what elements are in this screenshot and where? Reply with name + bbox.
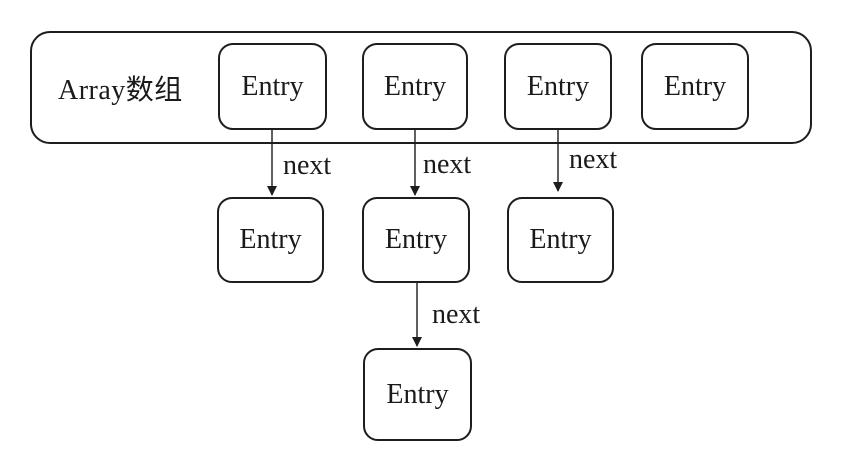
entry-label: Entry (384, 224, 448, 255)
chain-entry-node: Entry (362, 197, 470, 283)
next-arrow-label: next (283, 150, 332, 181)
next-arrow-label: next (423, 149, 472, 180)
chain-entry-node: Entry (507, 197, 614, 283)
entry-label: Entry (529, 224, 592, 255)
entry-label: Entry (386, 378, 449, 410)
next-arrow-label: next (569, 144, 618, 175)
next-arrow-label: next (432, 299, 481, 330)
entry-label: Entry (526, 70, 590, 102)
entry-label: Entry (383, 70, 447, 102)
chain-entry-node: Entry (217, 197, 324, 283)
entry-label: Entry (239, 224, 302, 255)
entry-label: Entry (663, 70, 727, 102)
array-entry-node: Entry (504, 43, 612, 130)
array-label: Array数组 (58, 74, 183, 106)
array-entry-node: Entry (218, 43, 327, 130)
entry-label: Entry (241, 70, 304, 102)
chain-entry-node: Entry (363, 348, 472, 441)
array-entry-node: Entry (641, 43, 749, 130)
array-entry-node: Entry (362, 43, 468, 130)
